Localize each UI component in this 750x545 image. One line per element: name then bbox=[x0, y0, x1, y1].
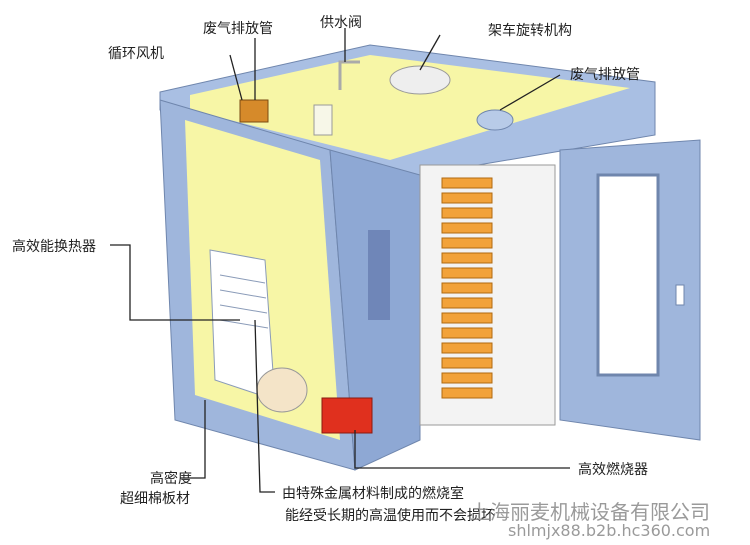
label-water-valve: 供水阀 bbox=[320, 15, 362, 31]
label-burner: 高效燃烧器 bbox=[578, 462, 648, 478]
exhaust-pipe-left bbox=[313, 104, 333, 136]
baking-tray bbox=[441, 177, 493, 189]
label-chamber-2: 能经受长期的高温使用而不会损坏 bbox=[285, 508, 495, 524]
baking-tray bbox=[441, 312, 493, 324]
baking-tray bbox=[441, 237, 493, 249]
circulation-fan bbox=[239, 99, 269, 123]
label-exhaust-pipe-right: 废气排放管 bbox=[570, 67, 640, 83]
control-panel bbox=[368, 230, 390, 320]
baking-tray bbox=[441, 267, 493, 279]
baking-tray bbox=[441, 207, 493, 219]
exchanger-fins bbox=[219, 274, 269, 329]
baking-tray bbox=[441, 327, 493, 339]
baking-tray bbox=[441, 372, 493, 384]
label-insulation-2: 超细棉板材 bbox=[120, 491, 190, 507]
label-heat-exchanger: 高效能换热器 bbox=[12, 239, 96, 255]
door-handle[interactable] bbox=[675, 284, 685, 306]
baking-tray bbox=[441, 282, 493, 294]
label-chamber-1: 由特殊金属材料制成的燃烧室 bbox=[282, 486, 464, 502]
baking-tray bbox=[441, 252, 493, 264]
baking-tray bbox=[441, 357, 493, 369]
baking-tray bbox=[441, 192, 493, 204]
door-window bbox=[596, 173, 660, 377]
tray-rack bbox=[441, 177, 493, 399]
label-rack-rotation: 架车旋转机构 bbox=[488, 23, 572, 39]
label-circulation-fan: 循环风机 bbox=[108, 46, 164, 62]
baking-tray bbox=[441, 297, 493, 309]
label-exhaust-pipe-top: 废气排放管 bbox=[203, 21, 273, 37]
baking-tray bbox=[441, 222, 493, 234]
watermark-company: 上海丽麦机械设备有限公司 bbox=[470, 500, 710, 524]
label-insulation-1: 高密度 bbox=[150, 471, 192, 487]
roof-top-insulation bbox=[190, 55, 630, 160]
baking-tray bbox=[441, 387, 493, 399]
watermark-url: shlmjx88.b2b.hc360.com bbox=[508, 521, 711, 540]
burner bbox=[321, 397, 373, 434]
exhaust-pipe-right bbox=[476, 109, 514, 131]
water-pipe bbox=[338, 60, 360, 90]
baking-chamber bbox=[419, 164, 556, 426]
rack-rotation-mechanism bbox=[389, 65, 451, 95]
baking-tray bbox=[441, 342, 493, 354]
combustion-chamber bbox=[256, 367, 308, 413]
leader-lines bbox=[110, 28, 570, 493]
